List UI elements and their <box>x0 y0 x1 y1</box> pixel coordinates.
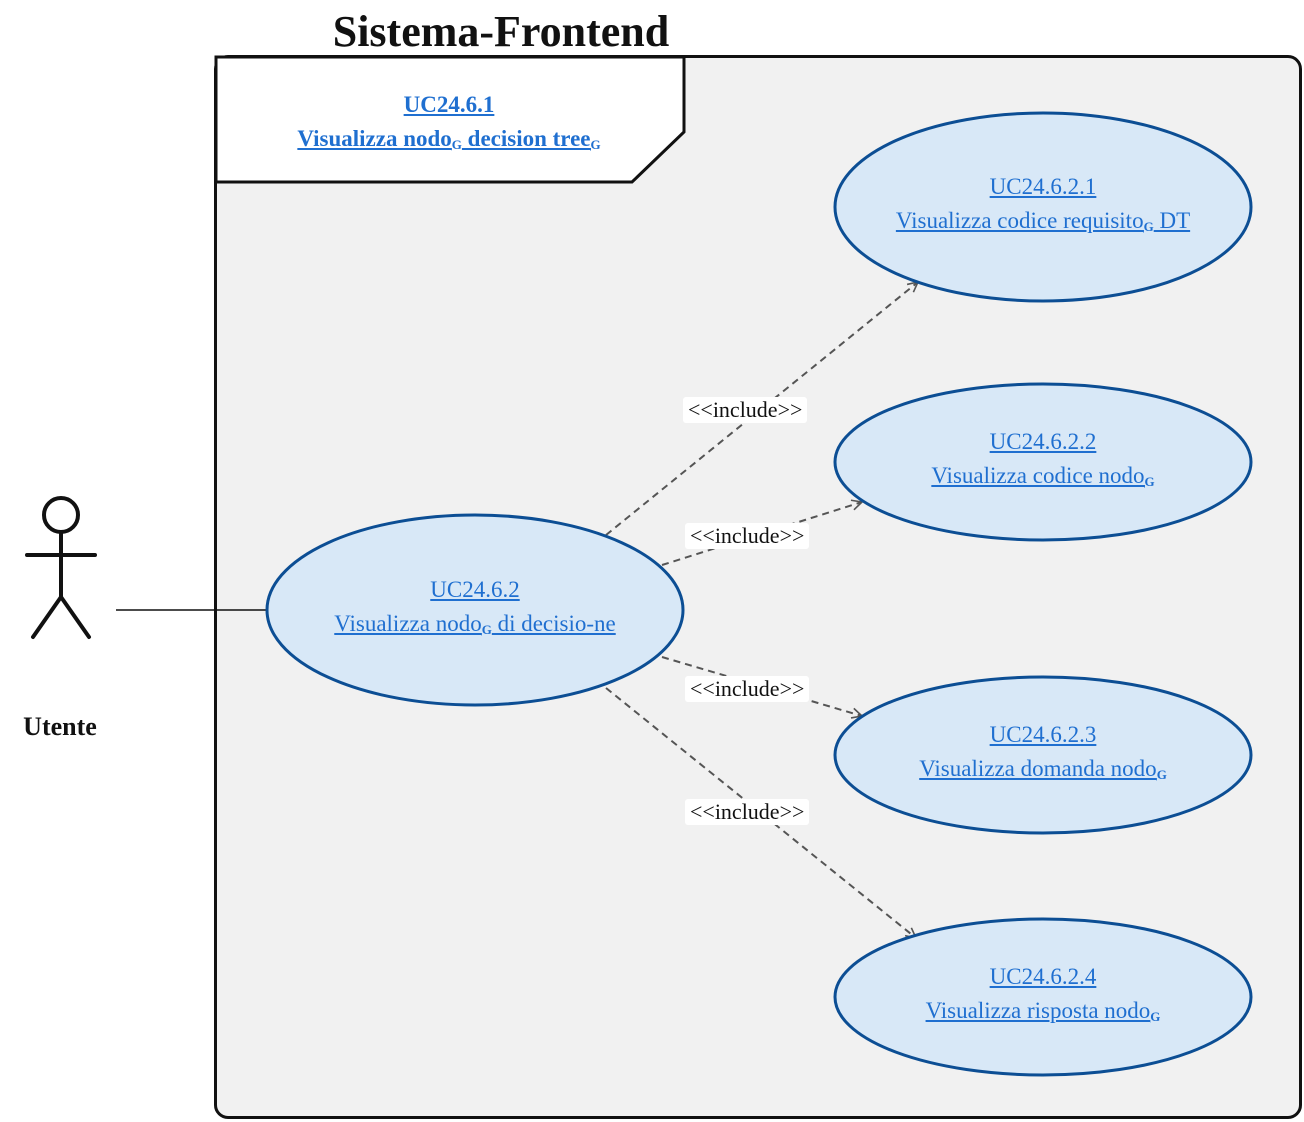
include-edge-3 <box>661 656 862 716</box>
use-case-name[interactable]: Visualizza codice requisitoG DT <box>895 208 1191 234</box>
system-title: Sistema-Frontend <box>332 7 670 56</box>
use-case-3-shape <box>833 675 1253 835</box>
use-case-main-shape <box>265 513 685 707</box>
actor-figure[interactable] <box>25 496 97 639</box>
include-edge-2 <box>661 502 862 566</box>
frame-use-case-id[interactable]: UC24.6.1 <box>403 92 495 117</box>
use-case-4-shape <box>833 917 1253 1077</box>
actor-name: Utente <box>23 712 97 741</box>
use-case-main[interactable]: UC24.6.2 Visualizza nodoG di decisio-ne <box>267 515 683 705</box>
use-case-name[interactable]: Visualizza nodoG di decisio-ne <box>334 611 616 637</box>
include-label-4: <<include>> <box>685 799 810 825</box>
include-edge-4 <box>605 687 916 938</box>
use-case-name[interactable]: Visualizza domanda nodoG <box>919 756 1167 782</box>
use-case-name[interactable]: Visualizza risposta nodoG <box>925 998 1161 1024</box>
use-case-id[interactable]: UC24.6.2.4 <box>989 964 1097 989</box>
use-case-id[interactable]: UC24.6.2 <box>430 577 520 602</box>
use-case-2-shape <box>833 382 1253 542</box>
include-label-1: <<include>> <box>683 397 808 423</box>
frame-use-case-name[interactable]: Visualizza nodoG decision treeG <box>297 126 601 152</box>
actor-head <box>42 496 80 534</box>
use-case-4[interactable]: UC24.6.2.4 Visualizza risposta nodoG <box>835 919 1251 1075</box>
use-case-3[interactable]: UC24.6.2.3 Visualizza domanda nodoG <box>835 677 1251 833</box>
use-case-1-shape <box>833 111 1253 303</box>
use-case-id[interactable]: UC24.6.2.1 <box>989 174 1097 199</box>
frame-label-shape <box>214 55 686 184</box>
include-edge-1 <box>605 282 918 536</box>
use-case-id[interactable]: UC24.6.2.3 <box>989 722 1097 747</box>
include-label-2: <<include>> <box>685 523 810 549</box>
use-case-1[interactable]: UC24.6.2.1 Visualizza codice requisitoG … <box>835 113 1251 301</box>
include-label-3: <<include>> <box>685 676 810 702</box>
frame-label[interactable]: UC24.6.1 Visualizza nodoG decision treeG <box>214 88 684 162</box>
use-case-name[interactable]: Visualizza codice nodoG <box>931 463 1155 489</box>
use-case-id[interactable]: UC24.6.2.2 <box>989 429 1097 454</box>
use-case-2[interactable]: UC24.6.2.2 Visualizza codice nodoG <box>835 384 1251 540</box>
